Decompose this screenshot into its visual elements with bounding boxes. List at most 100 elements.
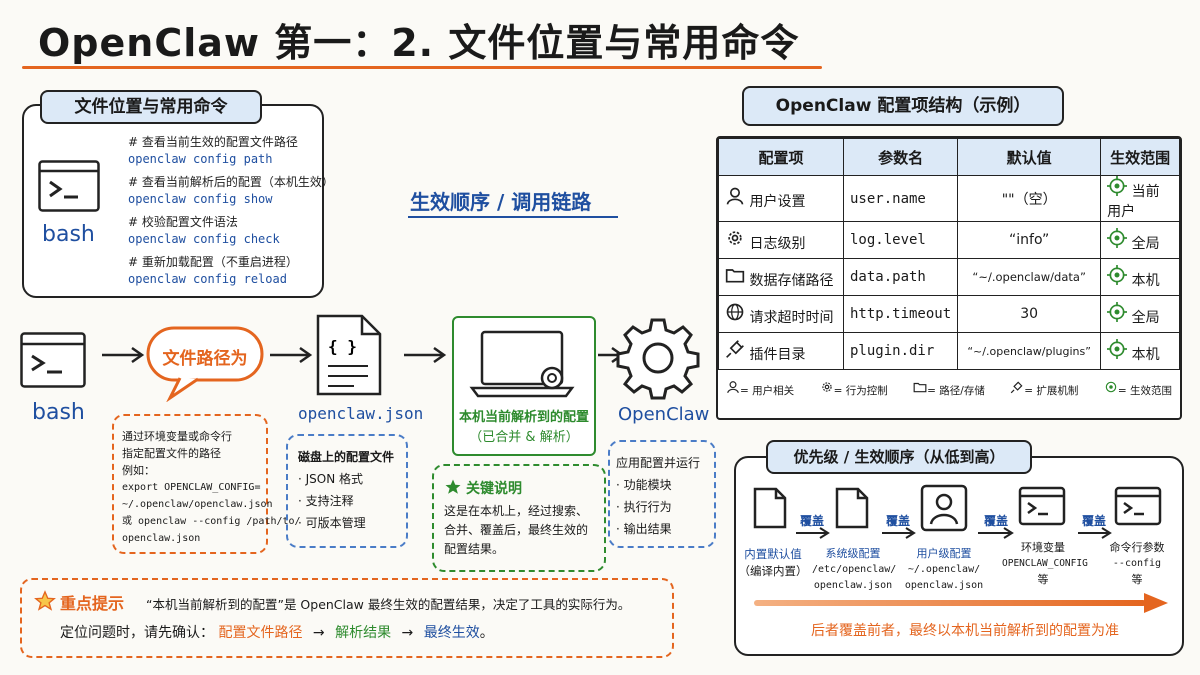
legend-item: = 扩展机制 (1010, 380, 1078, 398)
config-table-header: OpenClaw 配置项结构（示例） (742, 86, 1064, 126)
stage-title: 系统级配置 (825, 547, 881, 560)
note-item: · 输出结果 (616, 522, 672, 536)
legend-item: = 行为控制 (820, 380, 888, 398)
tip-title: 重点提示 (60, 594, 125, 613)
path-note-text: 通过环境变量或命令行 指定配置文件的路径 例如： export OPENCLAW… (122, 428, 301, 547)
table-cell: 本机 (1100, 258, 1180, 296)
arrow-icon (1078, 527, 1112, 539)
column-header: 生效范围 (1100, 138, 1180, 176)
command-text[interactable]: openclaw config check (128, 232, 280, 246)
param-name: http.timeout (842, 295, 959, 333)
commands-header: 文件位置与常用命令 (40, 90, 262, 124)
item-name: 日志级别 (749, 235, 806, 252)
folder-icon (725, 265, 745, 285)
command-comment: # 重新加载配置（不重启进程） (128, 255, 298, 269)
legend-item: = 用户相关 (726, 380, 794, 398)
table-row: 用户设置 user.name ""（空） 当前用户 (718, 175, 1180, 222)
override-label: 覆盖 (1082, 514, 1107, 528)
arrow-icon (882, 527, 916, 539)
table-cell: 全局 (1100, 221, 1180, 259)
legend-text: = 生效范围 (1117, 385, 1172, 397)
scope-value: 全局 (1131, 235, 1160, 252)
stage-sub: 等 (1131, 573, 1143, 586)
stage-sub: openclaw.json (813, 580, 893, 591)
engine-label: OpenClaw (618, 404, 710, 425)
command-list: # 查看当前生效的配置文件路径 openclaw config path # 查… (128, 134, 334, 288)
default-value: “~/.openclaw/plugins” (957, 332, 1102, 370)
param-name: data.path (842, 258, 959, 296)
file-icon (753, 487, 787, 529)
item-name: 用户设置 (749, 194, 806, 210)
note-item: · 支持注释 (298, 494, 354, 508)
table-cell: 插件目录 (718, 332, 844, 370)
table-cell: 请求超时时间 (718, 295, 844, 333)
gear-icon (820, 380, 834, 394)
arrow-icon (404, 346, 447, 364)
target-icon (1107, 338, 1128, 359)
note-item: · 功能模块 (616, 478, 672, 492)
tip-step-path: 配置文件路径 (218, 625, 303, 641)
stage-title: 环境变量 (1021, 541, 1065, 554)
user-icon (920, 484, 968, 532)
table-row: 请求超时时间 http.timeout 30 全局 (718, 295, 1180, 333)
gear-icon (616, 318, 700, 400)
terminal-icon (1114, 486, 1162, 526)
key-note-text: 这是在本机上，经过搜索、 合并、覆盖后，最终生效的 配置结果。 (444, 502, 588, 559)
note-line: 指定配置文件的路径 (122, 447, 221, 460)
tip-prefix: 定位问题时，请先确认： (60, 625, 214, 641)
stage-sub: OPENCLAW_CONFIG (1002, 558, 1088, 569)
json-file-icon: { } (316, 314, 382, 396)
arrow-icon (796, 527, 830, 539)
table-cell: 用户设置 (718, 175, 844, 222)
legend-text: = 行为控制 (833, 385, 888, 397)
tip-line-1: “本机当前解析到的配置”是 OpenClaw 最终生效的配置结果，决定了工具的实… (146, 597, 631, 612)
legend-text: = 用户相关 (740, 385, 795, 397)
note-line: ~/.openclaw/openclaw.json (122, 499, 273, 510)
plug-icon (725, 339, 745, 359)
note-item: · 可版本管理 (298, 516, 366, 530)
command-text[interactable]: openclaw config show (128, 192, 273, 206)
resolved-sublabel: （已合并 & 解析） (469, 430, 579, 445)
note-item: · JSON 格式 (298, 472, 364, 486)
stage-label: 用户级配置 ~/.openclaw/ openclaw.json (904, 546, 984, 594)
note-line: 配置结果。 (444, 542, 505, 556)
default-value: ""（空） (957, 175, 1102, 222)
bubble-text: 文件路径为 (162, 349, 248, 369)
target-icon (1107, 227, 1128, 248)
resolved-label: 本机当前解析到的配置 (458, 410, 589, 425)
table-legend: = 用户相关 = 行为控制 = 路径/存储 = 扩展机制 = 生效范围 (718, 370, 1180, 398)
stage-sub: ~/.openclaw/ (907, 564, 981, 575)
command-text[interactable]: openclaw config reload (128, 272, 287, 286)
tip-arrow: → (401, 625, 414, 641)
command-comment: # 查看当前解析后的配置（本机生效） (128, 175, 334, 189)
apply-note-text: 应用配置并运行 · 功能模块 · 执行行为 · 输出结果 (616, 452, 700, 540)
speech-bubble-icon (146, 326, 264, 402)
note-line: export OPENCLAW_CONFIG= (122, 482, 261, 493)
column-header: 配置项 (718, 138, 844, 176)
note-line: 通过环境变量或命令行 (122, 430, 232, 443)
target-icon (1107, 264, 1128, 285)
priority-header: 优先级 / 生效顺序（从低到高） (766, 440, 1032, 474)
note-line: openclaw.json (122, 533, 201, 544)
user-icon (726, 380, 740, 394)
tip-box (20, 578, 674, 658)
table-header-row: 配置项 参数名 默认值 生效范围 (718, 138, 1180, 176)
note-title: 应用配置并运行 (616, 456, 701, 470)
override-label: 覆盖 (800, 514, 825, 528)
stage-sub: openclaw.json (904, 580, 984, 591)
terminal-icon (20, 332, 86, 392)
legend-text: = 路径/存储 (927, 385, 985, 397)
tip-end: 。 (479, 625, 494, 641)
command-text[interactable]: openclaw config path (128, 152, 273, 166)
table-row: 数据存储路径 data.path “~/.openclaw/data” 本机 (718, 258, 1180, 296)
laptop-icon (469, 330, 575, 398)
item-name: 数据存储路径 (749, 272, 834, 289)
default-value: “~/.openclaw/data” (957, 258, 1102, 296)
terminal-icon (1018, 486, 1066, 526)
param-name: log.level (842, 221, 959, 259)
path-note (112, 414, 268, 554)
stage-label: 内置默认值 （编译内置） (734, 546, 812, 580)
scope-value: 本机 (1131, 272, 1160, 289)
user-icon (725, 186, 745, 206)
star-icon (34, 590, 56, 611)
